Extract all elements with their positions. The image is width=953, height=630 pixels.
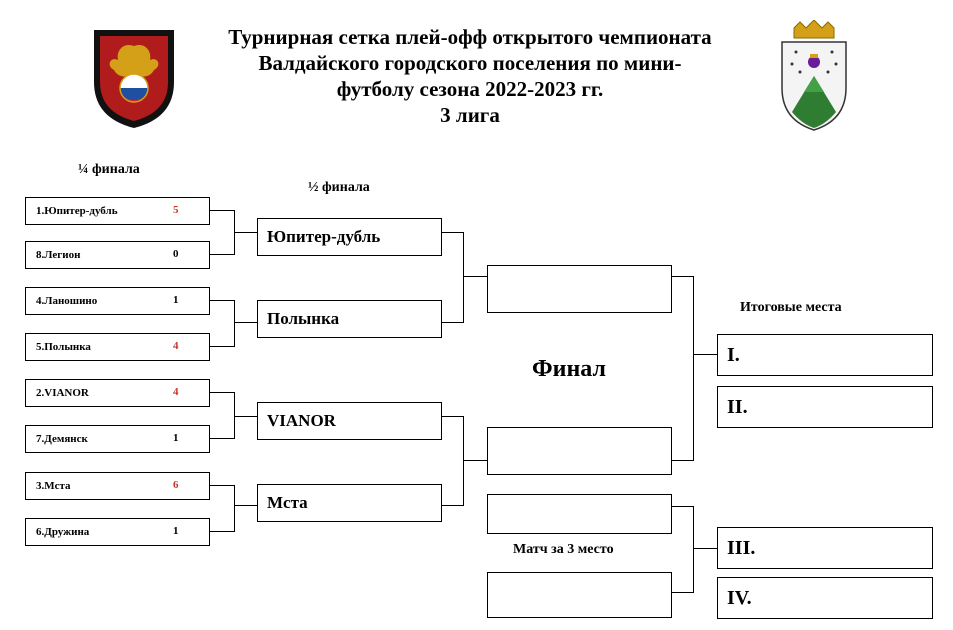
bracket-connector: [693, 276, 694, 461]
team-name: Полынка: [267, 309, 340, 328]
team-name: 4.Ланошино: [36, 295, 98, 307]
quarterfinal-team-box: 7.Демянск 1: [25, 425, 210, 453]
team-name: 3.Мста: [36, 480, 71, 492]
bracket-connector: [693, 548, 717, 549]
bracket-connector: [210, 531, 234, 532]
quarterfinal-team-box: 4.Ланошино 1: [25, 287, 210, 315]
semifinal-team-box: VIANOR: [257, 402, 442, 440]
title-line-2: Валдайского городского поселения по мини…: [258, 51, 682, 75]
third-place-team-box: [487, 572, 672, 618]
final-place-box: II.: [717, 386, 933, 428]
third-place-team-box: [487, 494, 672, 534]
bracket-connector: [234, 322, 257, 323]
team-score: 1: [173, 294, 179, 306]
bracket-connector: [210, 254, 234, 255]
bracket-connector: [234, 232, 257, 233]
final-label: Финал: [532, 356, 606, 382]
quarterfinal-team-box: 1.Юпитер-дубль 5: [25, 197, 210, 225]
team-score: 1: [173, 525, 179, 537]
bracket-connector: [441, 232, 463, 233]
title-line-3: футболу сезона 2022-2023 гг.: [336, 77, 604, 101]
place-label: I.: [727, 344, 740, 366]
bracket-connector: [672, 506, 693, 507]
football-union-emblem-icon: [94, 30, 174, 128]
team-score: 1: [173, 432, 179, 444]
team-name: 7.Демянск: [36, 433, 88, 445]
bracket-connector: [463, 416, 464, 506]
place-label: III.: [727, 537, 756, 559]
bracket-connector: [210, 210, 234, 211]
title-line-4: 3 лига: [440, 103, 500, 127]
bracket-connector: [693, 506, 694, 593]
bracket-connector: [210, 346, 234, 347]
semifinal-team-box: Полынка: [257, 300, 442, 338]
final-place-box: IV.: [717, 577, 933, 619]
bracket-connector: [210, 300, 234, 301]
final-team-box: [487, 427, 672, 475]
quarterfinal-team-box: 2.VIANOR 4: [25, 379, 210, 407]
team-score: 0: [173, 248, 179, 260]
team-score: 4: [173, 340, 179, 352]
team-name: 6.Дружина: [36, 526, 90, 538]
team-name: 1.Юпитер-дубль: [36, 205, 118, 217]
quarterfinal-team-box: 5.Полынка 4: [25, 333, 210, 361]
bracket-connector: [693, 354, 717, 355]
bracket-connector: [672, 460, 693, 461]
bracket-connector: [234, 485, 235, 532]
team-name: 2.VIANOR: [36, 387, 89, 399]
third-place-label: Матч за 3 место: [513, 542, 614, 557]
bracket-connector: [441, 416, 463, 417]
quarterfinal-team-box: 8.Легион 0: [25, 241, 210, 269]
bracket-connector: [234, 505, 257, 506]
bracket-connector: [210, 485, 234, 486]
quarterfinal-team-box: 6.Дружина 1: [25, 518, 210, 546]
valdai-coat-of-arms-icon: [781, 20, 847, 131]
semifinal-team-box: Мста: [257, 484, 442, 522]
final-place-box: III.: [717, 527, 933, 569]
team-score: 4: [173, 386, 179, 398]
semifinal-label: ½ финала: [308, 180, 370, 195]
bracket-connector: [234, 392, 235, 439]
bracket-connector: [463, 232, 464, 323]
page-title: Турнирная сетка плей-офф открытого чемпи…: [160, 24, 780, 128]
title-line-1: Турнирная сетка плей-офф открытого чемпи…: [228, 25, 712, 49]
place-label: II.: [727, 396, 748, 418]
bracket-connector: [234, 416, 257, 417]
bracket-connector: [210, 438, 234, 439]
bracket-connector: [441, 322, 463, 323]
final-place-box: I.: [717, 334, 933, 376]
team-score: 5: [173, 204, 179, 216]
bracket-connector: [672, 592, 693, 593]
bracket-connector: [463, 460, 487, 461]
final-team-box: [487, 265, 672, 313]
bracket-connector: [210, 392, 234, 393]
semifinal-team-box: Юпитер-дубль: [257, 218, 442, 256]
bracket-connector: [441, 505, 463, 506]
team-name: Юпитер-дубль: [267, 227, 381, 246]
team-score: 6: [173, 479, 179, 491]
team-name: VIANOR: [267, 411, 336, 430]
quarterfinal-label: ¼ финала: [78, 162, 140, 177]
bracket-connector: [234, 300, 235, 347]
bracket-connector: [672, 276, 693, 277]
team-name: 8.Легион: [36, 249, 81, 261]
quarterfinal-team-box: 3.Мста 6: [25, 472, 210, 500]
team-name: Мста: [267, 493, 308, 512]
final-places-label: Итоговые места: [740, 300, 842, 315]
team-name: 5.Полынка: [36, 341, 91, 353]
bracket-connector: [463, 276, 487, 277]
place-label: IV.: [727, 587, 752, 609]
